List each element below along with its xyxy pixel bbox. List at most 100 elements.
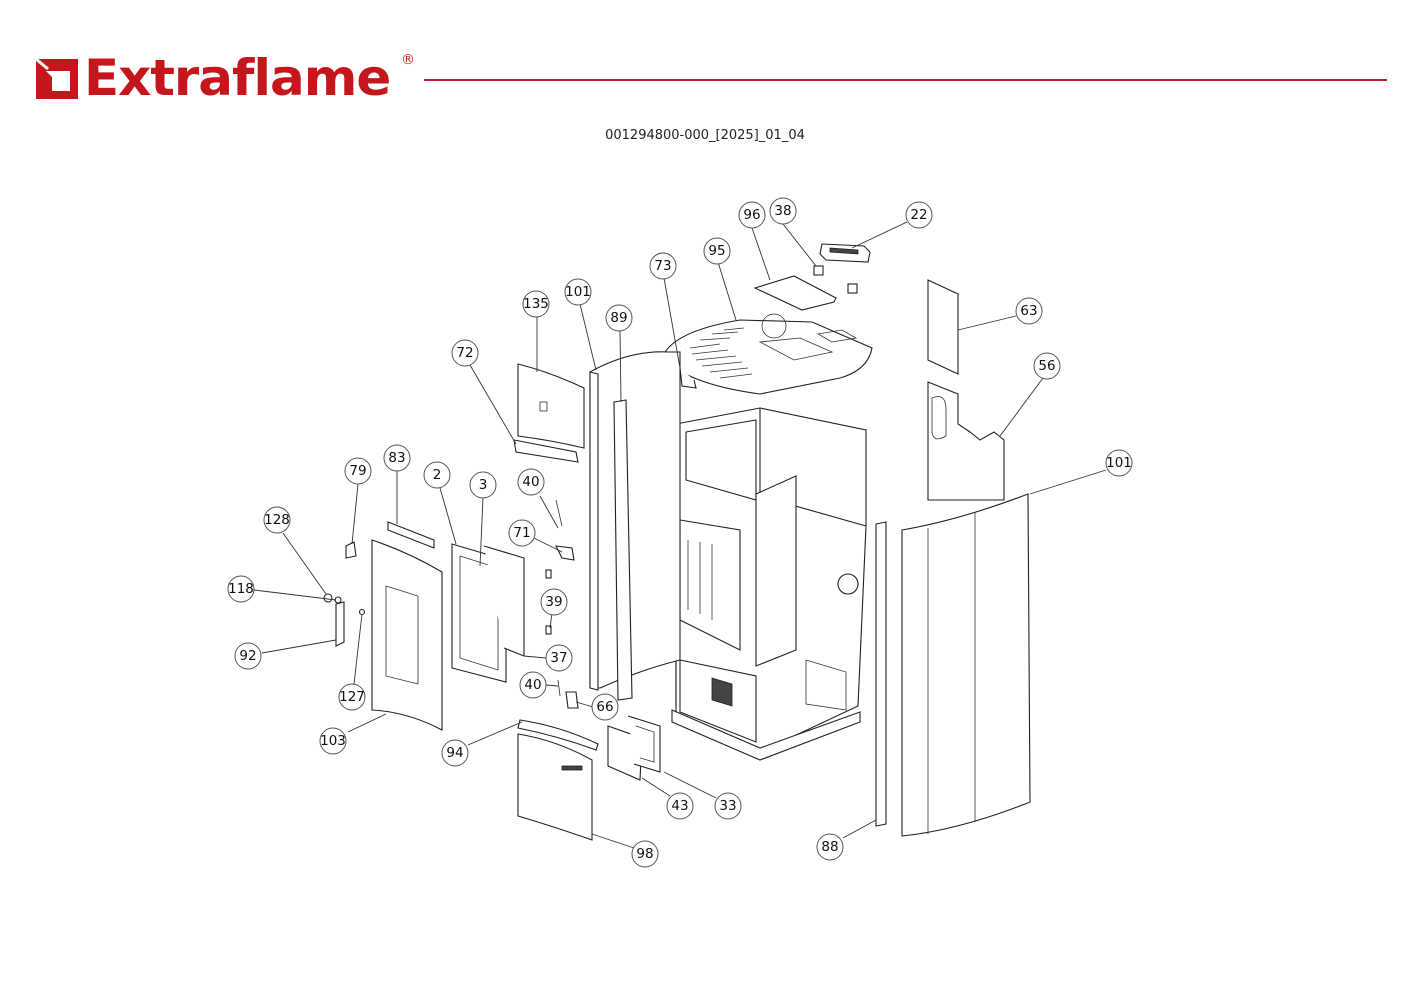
document-code: 001294800-000_[2025]_01_04 [605,128,805,143]
callout-94[interactable]: 94 [441,739,469,767]
pin-part [555,499,563,527]
callout-label: 127 [339,689,365,705]
lower-top-profile-part [517,719,599,751]
callout-79[interactable]: 79 [344,457,372,485]
callout-33[interactable]: 33 [714,792,742,820]
handle-part [335,601,345,647]
callout-2[interactable]: 2 [423,461,451,489]
lower-front-panel-part [517,733,593,841]
glass-part [483,545,525,657]
callout-95[interactable]: 95 [703,237,731,265]
callout-label: 43 [671,798,688,814]
callout-88[interactable]: 88 [816,833,844,861]
callout-label: 98 [636,846,653,862]
callout-label: 66 [596,699,613,715]
callout-3[interactable]: 3 [469,471,497,499]
callout-72[interactable]: 72 [451,339,479,367]
bracket-38b-part [847,283,858,294]
callout-label: 33 [719,798,736,814]
top-bracket-part [679,367,697,389]
callout-101-right[interactable]: 101 [1105,449,1133,477]
flame-logo-icon [34,55,80,101]
callout-label: 40 [524,677,541,693]
callout-label: 94 [446,745,463,761]
rear-top-panel-part [927,279,959,375]
callout-label: 40 [522,474,539,490]
top-cover-plate-part [753,275,837,311]
top-grille-part [664,313,873,395]
pin-b-part [557,679,561,697]
stove-body-part [671,407,867,761]
callout-label: 101 [1106,455,1132,471]
callout-38[interactable]: 38 [769,197,797,225]
brand-logo: Extraflame [34,52,391,104]
callout-label: 118 [228,581,254,597]
left-profile-part [613,399,633,701]
callout-118[interactable]: 118 [227,575,255,603]
callout-127[interactable]: 127 [338,683,366,711]
callout-101-left[interactable]: 101 [564,278,592,306]
right-profile-part [875,521,887,827]
callout-label: 71 [513,525,530,541]
callout-71[interactable]: 71 [508,519,536,547]
bracket-38-part [813,265,824,276]
front-door-part [371,539,443,731]
header-rule [424,79,1387,81]
handle-pin-part [358,608,366,616]
callout-label: 128 [264,512,290,528]
callout-label: 95 [708,243,725,259]
inspection-gasket-part [627,715,661,773]
deflector-part [513,439,579,463]
callout-83[interactable]: 83 [383,444,411,472]
callout-label: 2 [433,467,442,483]
callout-label: 96 [743,207,760,223]
callout-73[interactable]: 73 [649,252,677,280]
hinge-part [345,541,357,559]
callout-92[interactable]: 92 [234,642,262,670]
callout-label: 88 [821,839,838,855]
door-top-profile-part [387,521,435,549]
callout-label: 103 [320,733,346,749]
callout-56[interactable]: 56 [1033,352,1061,380]
brand-name: Extraflame [84,49,391,107]
callout-103[interactable]: 103 [319,727,347,755]
callout-40-top[interactable]: 40 [517,468,545,496]
callout-label: 135 [523,296,549,312]
callout-label: 3 [479,477,488,493]
callouts: 96 38 22 95 73 63 135 101 89 72 56 101 7… [227,197,1133,868]
callout-label: 39 [545,594,562,610]
callout-label: 101 [565,284,591,300]
callout-22[interactable]: 22 [905,201,933,229]
callout-label: 79 [349,463,366,479]
callout-label: 73 [654,258,671,274]
closure-bracket-part [555,545,575,561]
upper-front-panel-part [517,363,585,449]
lower-bracket-part [565,691,579,709]
callout-63[interactable]: 63 [1015,297,1043,325]
callout-96[interactable]: 96 [738,201,766,229]
control-panel-part [819,243,871,263]
registered-mark: ® [401,52,415,68]
callout-135[interactable]: 135 [522,290,550,318]
handle-screw-part [323,593,333,603]
rear-panel-part [927,381,1005,501]
callout-89[interactable]: 89 [605,304,633,332]
spacer-b-part [545,625,552,635]
callout-label: 22 [910,207,927,223]
callout-label: 38 [774,203,791,219]
callout-37[interactable]: 37 [545,644,573,672]
callout-40-bottom[interactable]: 40 [519,671,547,699]
callout-label: 89 [610,310,627,326]
parts-layer [323,243,1031,841]
callout-98[interactable]: 98 [631,840,659,868]
right-side-panel-part [901,493,1031,837]
callout-label: 72 [456,345,473,361]
callout-66[interactable]: 66 [591,693,619,721]
callout-label: 83 [388,450,405,466]
callout-label: 92 [239,648,256,664]
callout-43[interactable]: 43 [666,792,694,820]
callout-128[interactable]: 128 [263,506,291,534]
left-side-panel-part [589,351,681,689]
callout-39[interactable]: 39 [540,588,568,616]
callout-label: 63 [1020,303,1037,319]
